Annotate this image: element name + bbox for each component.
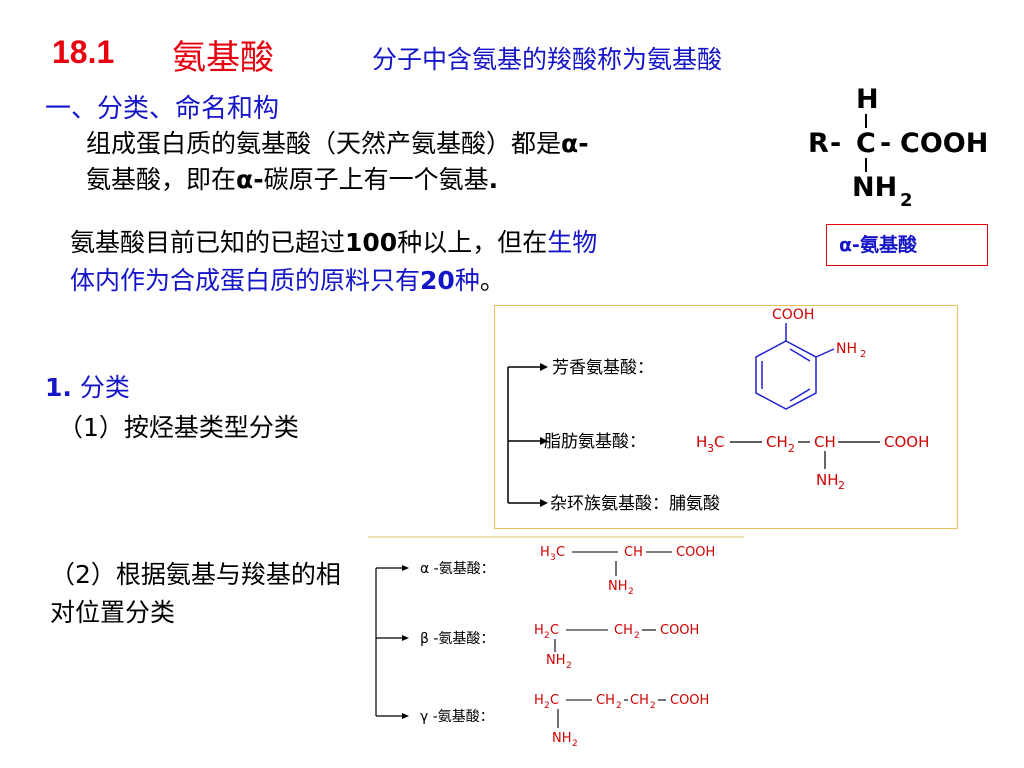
struct-h: H: [856, 84, 879, 115]
b-h: H: [534, 623, 544, 638]
subsection-hydrocarbon: （1）按烃基类型分类: [58, 413, 299, 442]
aliphatic-h-sub: 3: [707, 442, 714, 455]
alpha-amino-acid-label: α-氨基酸: [826, 224, 988, 266]
section1-number: 1.: [45, 373, 72, 402]
struct-cooh: COOH: [900, 128, 988, 159]
beta-type-label: β -氨基酸：: [420, 630, 494, 647]
alpha-amino-acid-structure: H R - C - COOH NH 2: [808, 84, 988, 211]
page-title: 氨基酸: [172, 38, 274, 78]
aromatic-nh: NH: [836, 341, 857, 357]
aliphatic-ch2: CH: [766, 433, 788, 451]
section-classification: 1. 分类: [45, 368, 130, 404]
a-h: H: [540, 545, 550, 560]
struct-nh-sub: 2: [900, 190, 913, 211]
g-nh-sub: 2: [572, 739, 578, 749]
g-cooh: COOH: [670, 693, 709, 708]
g-ch2a: CH: [596, 693, 615, 708]
hydrocarbon-classification-box: [494, 305, 958, 529]
heterocyclic-label: 杂环族氨基酸：脯氨酸: [550, 494, 720, 514]
gamma-type-label: γ -氨基酸：: [420, 708, 494, 725]
a-h-sub: 3: [550, 553, 556, 563]
struct-dash1: -: [830, 128, 841, 159]
aliphatic-label: 脂肪氨基酸：: [544, 432, 646, 452]
aliphatic-ch2-sub: 2: [788, 442, 795, 455]
alpha-type-label: α -氨基酸：: [420, 560, 495, 577]
aliphatic-h: H: [696, 433, 707, 451]
aromatic-nh-sub: 2: [860, 349, 866, 360]
struct-nh: NH: [852, 172, 897, 203]
paragraph-alpha: 组成蛋白质的氨基酸（天然产氨基酸）都是α- 氨基酸，即在α-碳原子上有一个氨基.: [86, 126, 786, 198]
heading-classification: 一、分类、命名和构: [45, 94, 280, 124]
para2-blue-c: 种: [454, 266, 480, 295]
a-cooh: COOH: [676, 545, 715, 560]
para2-100: 100: [345, 228, 398, 257]
para1-text-b: 氨基酸，即在: [86, 165, 237, 194]
subsection-position: （2）根据氨基与羧基的相对位置分类: [50, 560, 341, 627]
section1-text: 分类: [79, 373, 130, 402]
paragraph-count: 氨基酸目前已知的已超过100种以上，但在生物 体内作为合成蛋白质的原料只有20种…: [70, 224, 800, 300]
g-nh: NH: [552, 731, 572, 746]
para1-alpha2: α-: [236, 165, 264, 194]
g-h: H: [534, 693, 544, 708]
a-ch: CH: [624, 545, 643, 560]
b-ch2-sub: 2: [634, 631, 640, 641]
g-ch2a-sub: 2: [616, 701, 622, 711]
b-nh: NH: [546, 653, 566, 668]
struct-dash2: -: [880, 128, 891, 159]
aromatic-cooh: COOH: [772, 307, 814, 323]
para2-text-b: 种以上，但在: [397, 228, 548, 257]
para2-end: 。: [479, 266, 505, 295]
a-nh-sub: 2: [628, 587, 634, 597]
section-number: 18.1: [52, 34, 115, 70]
g-ch2b: CH: [630, 693, 649, 708]
para2-20: 20: [420, 266, 455, 295]
hydrocarbon-classification-diagram: 芳香氨基酸： 脂肪氨基酸： 杂环族氨基酸：脯氨酸 COOH NH 2 H 3 C…: [507, 307, 929, 514]
para2-blue-b: 体内作为合成蛋白质的原料只有: [70, 266, 421, 295]
a-nh: NH: [608, 579, 628, 594]
b-ch2: CH: [614, 623, 633, 638]
b-nh-sub: 2: [566, 661, 572, 671]
para2-blue-a: 生物: [547, 228, 598, 257]
aliphatic-ch: CH: [814, 433, 836, 451]
g-h-sub: 2: [544, 701, 550, 711]
aliphatic-nh: NH: [816, 471, 839, 489]
aliphatic-c: C: [714, 433, 724, 451]
aliphatic-nh-sub: 2: [838, 479, 845, 492]
struct-r: R: [808, 128, 829, 159]
para2-text-a: 氨基酸目前已知的已超过: [70, 228, 346, 257]
para1-text-c: 碳原子上有一个氨基: [263, 165, 489, 194]
para1-text-a: 组成蛋白质的氨基酸（天然产氨基酸）都是: [86, 129, 562, 158]
a-c: C: [556, 545, 565, 560]
struct-c: C: [856, 128, 876, 159]
definition: 分子中含氨基的羧酸称为氨基酸: [372, 45, 723, 74]
aromatic-label: 芳香氨基酸：: [552, 358, 654, 378]
b-h-sub: 2: [544, 631, 550, 641]
para1-period: .: [488, 165, 499, 194]
b-cooh: COOH: [660, 623, 699, 638]
para1-alpha: α-: [561, 129, 589, 158]
g-ch2b-sub: 2: [650, 701, 656, 711]
b-c: C: [550, 623, 559, 638]
aliphatic-cooh: COOH: [884, 433, 929, 451]
position-classification-diagram: α -氨基酸： β -氨基酸： γ -氨基酸： H 3 C CH COOH NH…: [368, 536, 744, 749]
g-c: C: [550, 693, 559, 708]
